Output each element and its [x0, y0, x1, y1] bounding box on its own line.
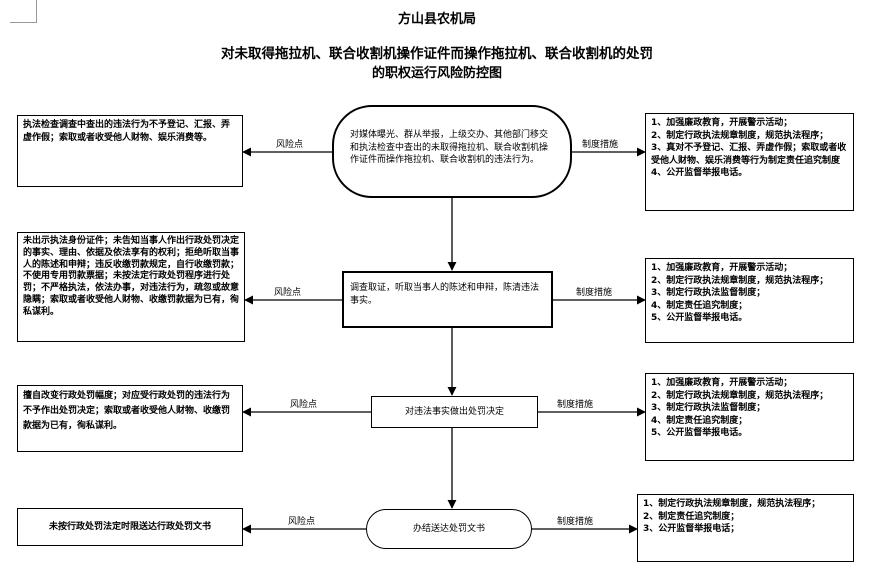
measure-box-3: 1、加强廉政教育，开展警示活动； 2、制定行政执法规章制度，规范执法程序； 3、…: [645, 373, 854, 461]
title-main: 对未取得拖拉机、联合收割机操作证件而操作拖拉机、联合收割机的处罚: [221, 46, 653, 62]
risk-box-2: 未出示执法身份证件；未告知当事人作出行政处罚决定的事实、理由、依据及依法享有的权…: [17, 232, 245, 342]
measure-box-2: 1、加强廉政教育，开展警示活动； 2、制定行政执法规章制度，规范执法程序； 3、…: [645, 258, 854, 343]
title-agency: 方山县农机局: [397, 12, 476, 27]
risk-box-4: 未按行政处罚法定时限送达行政处罚文书: [17, 508, 243, 546]
step-3-node: 对违法事实做出处罚决定: [371, 396, 538, 428]
measure-label-1: 制度措施: [582, 140, 619, 150]
step-1-node: 对媒体曝光、群从举报，上级交办、其他部门移交和执法检查中查出的未取得拖拉机、联合…: [332, 105, 572, 198]
corner-crop-mark: [10, 0, 37, 23]
risk-label-4: 风险点: [288, 517, 316, 527]
step-4-node: 办结送达处罚文书: [366, 509, 532, 549]
measure-label-3: 制度措施: [557, 400, 594, 410]
step-2-node: 调查取证，听取当事人的陈述和申辩，陈清违法事实。: [342, 271, 553, 328]
risk-box-1: 执法检查调查中查出的违法行为不予登记、汇报、弄虚作假；索取或者收受他人财物、娱乐…: [17, 115, 243, 187]
risk-box-3: 擅自改变行政处罚幅度；对应受行政处罚的违法行为不予作出处罚决定；索取或者收受他人…: [17, 385, 243, 452]
measure-box-4: 1、制定行政执法规章制度，规范执法程序； 2、制定责任追究制度； 3、公开监督举…: [637, 494, 854, 562]
measure-label-2: 制度措施: [576, 288, 613, 298]
risk-label-3: 风险点: [290, 400, 318, 410]
measure-box-1: 1、加强廉政教育，开展警示活动； 2、制定行政执法规章制度，规范执法程序； 3、…: [645, 113, 854, 211]
risk-label-1: 风险点: [276, 140, 304, 150]
risk-label-2: 风险点: [274, 288, 302, 298]
measure-label-4: 制度措施: [557, 517, 594, 527]
title-sub: 的职权运行风险防控图: [371, 66, 502, 81]
